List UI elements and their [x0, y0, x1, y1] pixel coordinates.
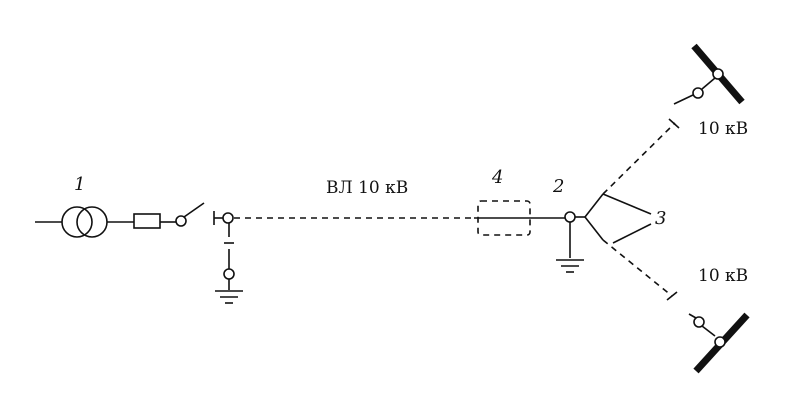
- upper-branch-line: [602, 122, 676, 195]
- lower-branch-terminal: [666, 291, 678, 301]
- upper-branch-terminal: [668, 118, 680, 129]
- upper-branch-stub: [584, 193, 604, 218]
- arrester-number: 3: [655, 208, 666, 229]
- left-pole-node: [213, 211, 235, 290]
- fuse-icon: [133, 213, 176, 229]
- switch-icon: [175, 202, 205, 227]
- lower-busbar-node: [714, 336, 726, 348]
- lower-branch-stub: [584, 216, 604, 241]
- arrester-pointer-upper: [602, 193, 652, 215]
- overhead-line-label: ВЛ 10 кВ: [326, 178, 408, 198]
- branch-number: 2: [552, 176, 564, 197]
- section-number: 4: [491, 167, 503, 188]
- line-section-4: [474, 200, 566, 236]
- arrester-pointer-lower: [612, 223, 652, 244]
- upper-busbar-node: [712, 68, 724, 80]
- ground-icon: [556, 259, 584, 273]
- branch-node: [564, 211, 585, 258]
- transformer-number: 1: [74, 174, 85, 195]
- upper-voltage-label: 10 кВ: [698, 119, 748, 139]
- ground-icon: [215, 290, 243, 304]
- switch-icon: [673, 77, 716, 105]
- transformer-icon: [35, 206, 134, 238]
- lower-voltage-label: 10 кВ: [698, 266, 748, 286]
- switch-icon: [688, 313, 716, 337]
- lower-branch-line: [602, 239, 673, 297]
